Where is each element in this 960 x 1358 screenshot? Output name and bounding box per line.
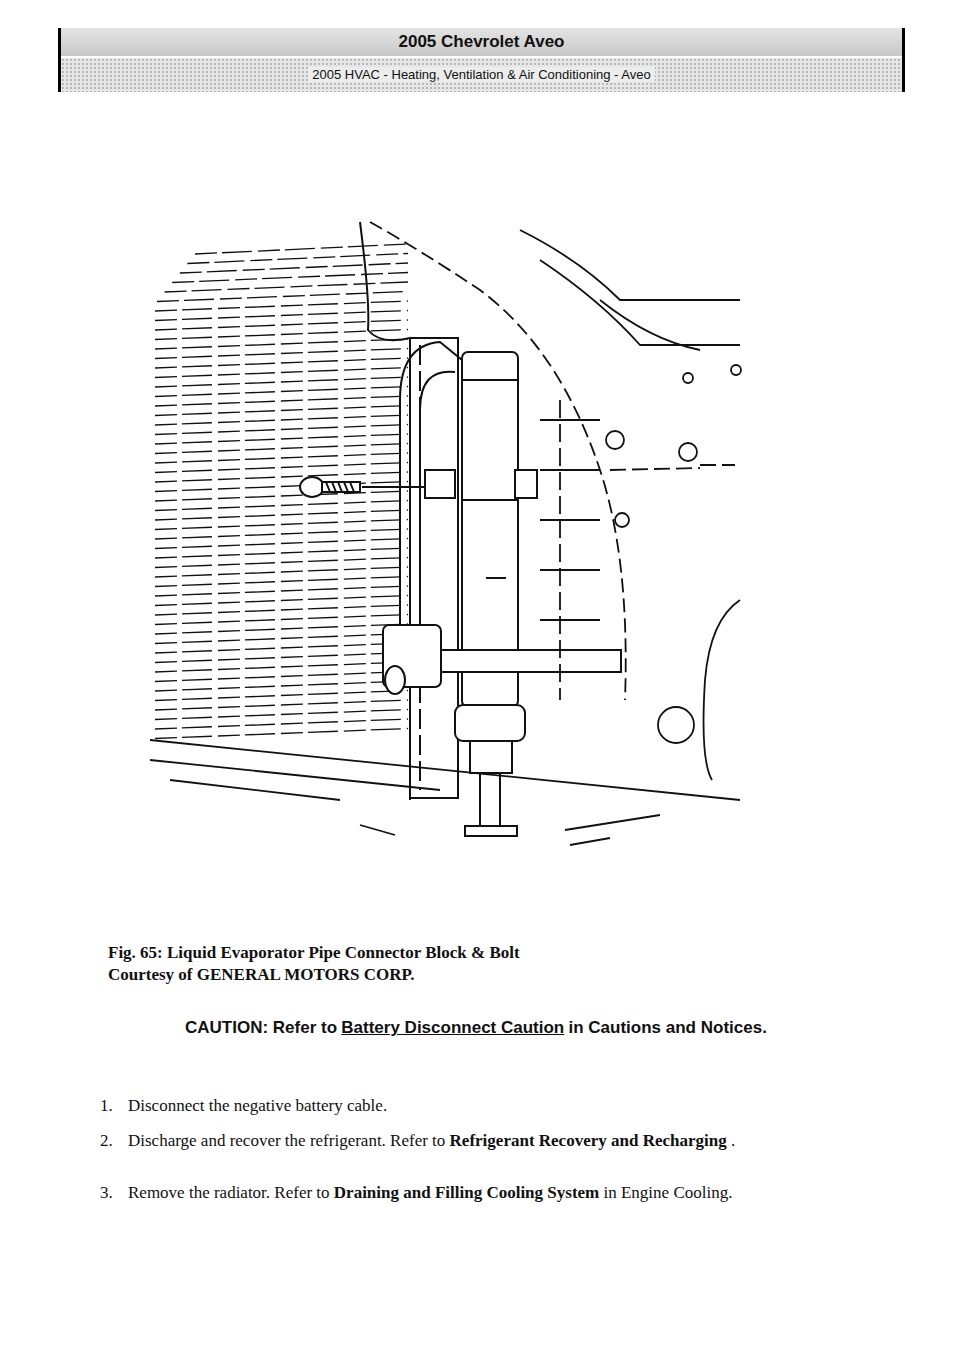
- fin-line: [155, 548, 408, 558]
- fin-line: [155, 634, 408, 644]
- bolt: [300, 477, 425, 497]
- fin-line: [155, 501, 408, 511]
- header-band: 2005 Chevrolet Aveo: [61, 28, 902, 58]
- fin-line: [155, 653, 408, 663]
- subheader-band: 2005 HVAC - Heating, Ventilation & Air C…: [61, 58, 902, 92]
- fin-line: [155, 719, 408, 729]
- fin-line: [155, 529, 408, 539]
- step-number: 1.: [100, 1095, 128, 1117]
- fin-line: [155, 615, 408, 625]
- caution-link: Battery Disconnect Caution: [341, 1018, 564, 1037]
- fin-line: [155, 586, 408, 596]
- caution-text: CAUTION: Refer to: [185, 1018, 337, 1037]
- fin-line: [155, 387, 408, 397]
- fin-line: [155, 520, 408, 530]
- step-number: 2.: [100, 1130, 128, 1152]
- step: 2.Discharge and recover the refrigerant.…: [100, 1130, 820, 1152]
- reference: Refrigerant Recovery and Recharging: [450, 1131, 727, 1150]
- fin-line: [155, 558, 408, 568]
- fin-line: [155, 444, 408, 454]
- header-title: 2005 Chevrolet Aveo: [399, 32, 565, 51]
- fin-line: [155, 710, 408, 720]
- fin-line: [155, 434, 408, 444]
- fin-line: [155, 368, 408, 378]
- caution-block: CAUTION: Refer toBattery Disconnect Caut…: [185, 1017, 875, 1039]
- fin-line: [155, 425, 408, 435]
- step-number: 3.: [100, 1182, 128, 1204]
- fin-line: [155, 472, 408, 482]
- fin-line: [155, 339, 408, 349]
- fin-line: [155, 700, 408, 710]
- fin-line: [155, 577, 408, 587]
- header-subtitle: 2005 HVAC - Heating, Ventilation & Air C…: [308, 67, 654, 82]
- step-text: .: [731, 1131, 735, 1150]
- fin-line: [155, 311, 408, 321]
- fin-line: [155, 406, 408, 416]
- fin-line: [155, 301, 408, 311]
- figure-caption: Fig. 65: Liquid Evaporator Pipe Connecto…: [108, 942, 904, 964]
- fin-line: [155, 349, 408, 359]
- fin-line: [187, 254, 408, 264]
- fin-line: [155, 624, 408, 634]
- fin-line: [155, 396, 408, 406]
- condenser-fins: [155, 244, 408, 739]
- fin-line: [155, 729, 408, 739]
- reference: Draining and Filling Cooling System: [334, 1183, 599, 1202]
- receiver-drier: [360, 222, 621, 836]
- fin-line: [157, 292, 408, 302]
- step-text: Discharge and recover the refrigerant. R…: [128, 1131, 445, 1150]
- fin-line: [155, 596, 408, 606]
- fin-line: [172, 273, 408, 283]
- fin-line: [155, 672, 408, 682]
- fin-line: [155, 510, 408, 520]
- step: 1.Disconnect the negative battery cable.: [100, 1095, 860, 1117]
- page-header: 2005 Chevrolet Aveo 2005 HVAC - Heating, …: [58, 28, 905, 92]
- fin-line: [180, 263, 408, 273]
- fin-line: [155, 605, 408, 615]
- caution-text: in Cautions and Notices.: [569, 1018, 767, 1037]
- step-text: Remove the radiator. Refer to: [128, 1183, 330, 1202]
- fin-line: [155, 453, 408, 463]
- step-text: Disconnect the negative battery cable.: [128, 1096, 387, 1115]
- fin-line: [155, 320, 408, 330]
- fin-line: [155, 491, 408, 501]
- fin-line: [155, 643, 408, 653]
- fin-line: [155, 358, 408, 368]
- fin-line: [195, 244, 408, 254]
- fin-line: [155, 691, 408, 701]
- fin-line: [165, 282, 408, 292]
- fin-line: [155, 567, 408, 577]
- fin-line: [155, 415, 408, 425]
- fin-line: [155, 377, 408, 387]
- step-text: in Engine Cooling.: [604, 1183, 733, 1202]
- step: 3.Remove the radiator. Refer toDraining …: [100, 1182, 860, 1204]
- credit-line: Courtesy of GENERAL MOTORS CORP.: [108, 964, 904, 986]
- fin-line: [155, 539, 408, 549]
- body-panel: [150, 222, 741, 845]
- fin-line: [155, 463, 408, 473]
- caption-block: Fig. 65: Liquid Evaporator Pipe Connecto…: [108, 942, 908, 986]
- fin-line: [155, 662, 408, 672]
- fin-line: [155, 681, 408, 691]
